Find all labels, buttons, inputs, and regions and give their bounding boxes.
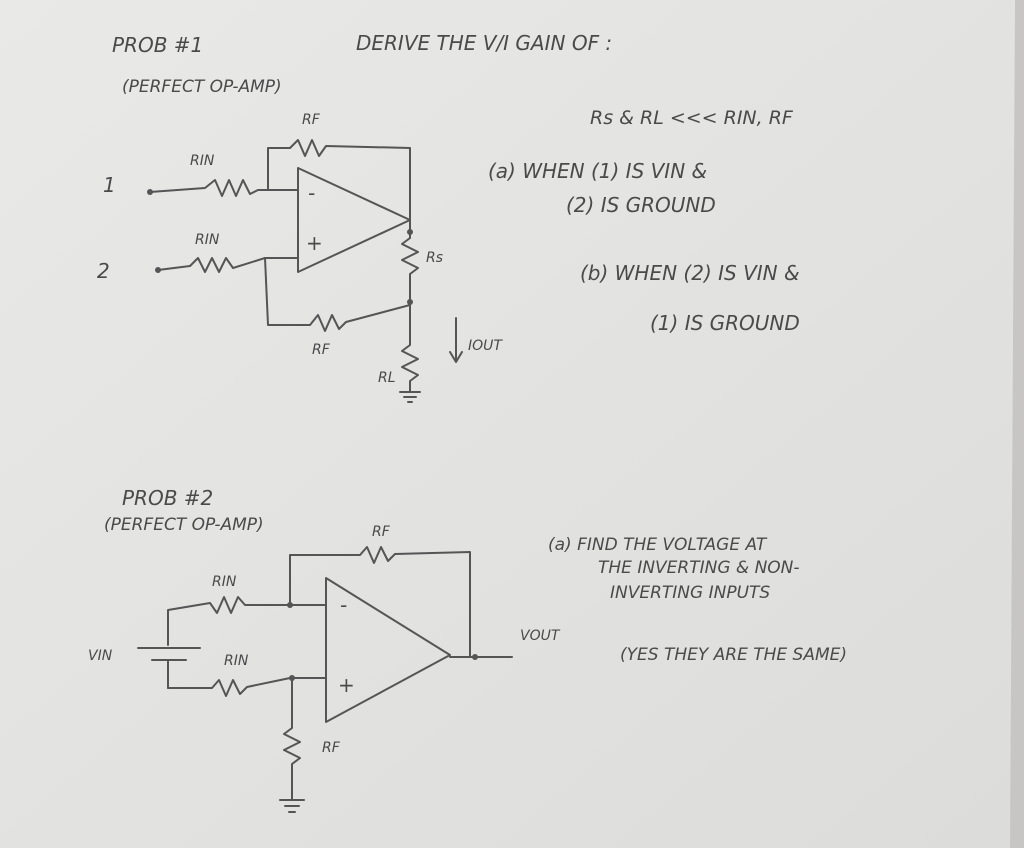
prob1-rf-top-label: RF [302,112,321,128]
prob1-part-a-line1: (a) WHEN (1) IS VIN & [488,159,707,183]
prob2-subtitle: (PERFECT OP-AMP) [104,515,264,535]
prob2-note-line1: (a) FIND THE VOLTAGE AT [548,535,768,555]
prob1-title: PROB #1 [112,33,203,57]
prob1-resistor-rs [401,231,419,301]
prob1-wire-rf-top [267,139,411,233]
prob1-node-1-label: 1 [103,173,116,197]
prob1-ground-icon [399,391,421,403]
prob1-task: DERIVE THE V/I GAIN OF : [356,31,612,55]
prob1-sense-node [407,299,413,305]
prob2-opamp-minus: - [340,593,347,617]
prob1-wire-rf-bottom [264,257,411,332]
prob1-part-b-line2: (1) IS GROUND [650,311,800,335]
prob2-resistor-rf-bottom [283,677,301,801]
prob1-part-b-line1: (b) WHEN (2) IS VIN & [580,261,800,285]
prob2-rf-top-label: RF [372,524,391,540]
prob2-wire-rin-bottom [167,677,327,697]
prob1-wire-in2 [157,257,299,273]
prob2-wire-rf-top [289,546,471,658]
prob1-part-a-line2: (2) IS GROUND [566,193,716,217]
prob1-output-node [407,229,413,235]
prob2-schematic: - + RF VOUT RIN VIN RIN RF [88,524,561,813]
prob2-note-line4: (YES THEY ARE THE SAME) [620,645,847,665]
prob1-node-1-terminal [147,189,153,195]
prob1-opamp [297,167,411,273]
prob1-rin-top-label: RIN [190,153,215,169]
prob1-rin-bottom-label: RIN [195,232,220,248]
prob2-opamp-plus: + [338,673,355,697]
prob2-rin-top-label: RIN [212,574,237,590]
prob1-node-2-label: 2 [97,259,110,283]
prob1-rf-bottom-label: RF [312,342,331,358]
prob1-rs-label: Rs [426,250,443,266]
prob1-node-2-terminal [155,267,161,273]
prob2-battery-icon [137,647,201,689]
prob1-iout-arrow [449,317,463,363]
prob2-vin-label: VIN [88,648,113,664]
prob1-rl-label: RL [378,370,396,386]
prob2-wire-rin-top [167,596,327,646]
prob1-opamp-plus: + [306,231,323,255]
prob1-subtitle: (PERFECT OP-AMP) [122,77,282,97]
prob2-note-line3: INVERTING INPUTS [610,583,770,603]
prob2-rf-bottom-label: RF [322,740,341,756]
prob2-ground-icon [279,799,305,813]
prob1-wire-in1 [149,179,299,197]
prob2-rin-bottom-label: RIN [224,653,249,669]
prob1-condition: Rs & RL <<< RIN, RF [590,107,794,129]
prob2-opamp [325,577,451,723]
prob2-inverting-node [287,602,293,608]
prob1-opamp-minus: - [308,181,315,205]
prob2-note-line2: THE INVERTING & NON- [598,558,800,578]
prob1-resistor-rl [401,304,419,393]
prob2-vout-label: VOUT [520,628,561,644]
prob2-output-node [472,654,478,660]
prob1-schematic: 1 2 RIN RIN - + RF Rs RF RL IOUT [97,112,503,403]
prob2-title: PROB #2 [122,486,213,510]
prob1-iout-label: IOUT [468,338,503,354]
